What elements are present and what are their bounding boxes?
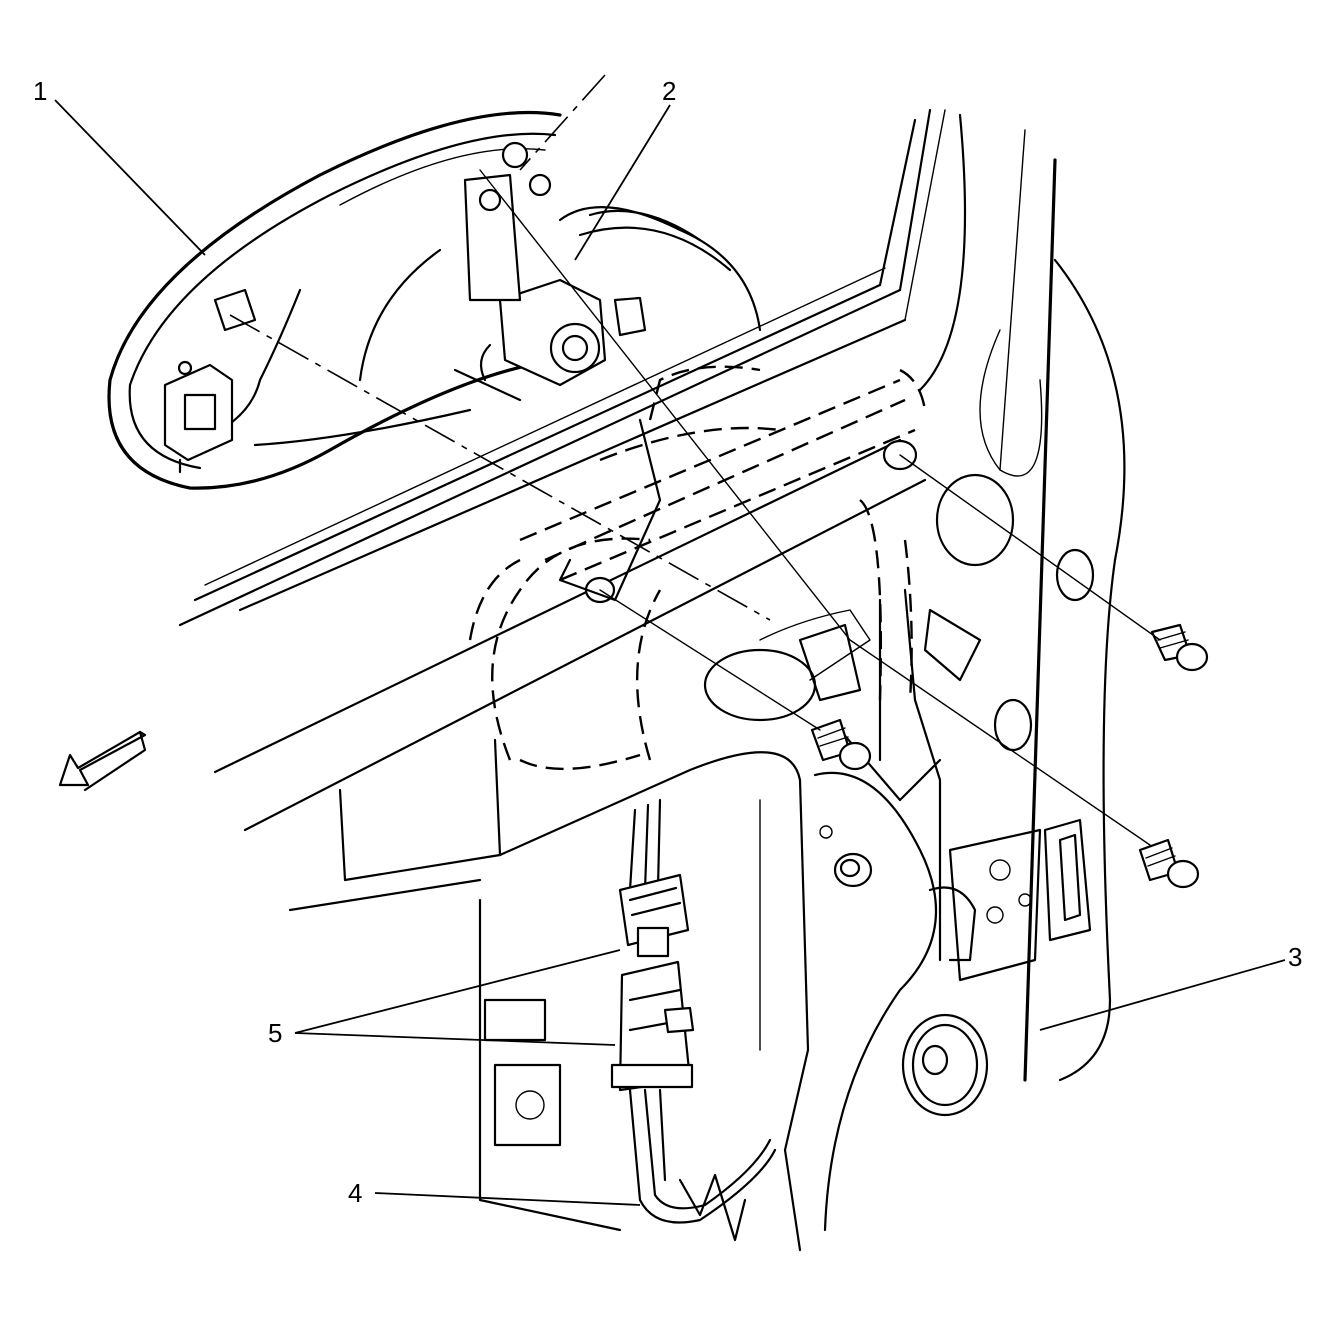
- mounting-holes: [558, 418, 1095, 752]
- front-direction-arrow: [58, 730, 147, 792]
- mirror-wiring-harness: [628, 798, 777, 1242]
- mirror-bolt-3: [1138, 838, 1200, 889]
- electrical-connector-lower: [610, 960, 695, 1092]
- callout-5: 5: [268, 1018, 282, 1048]
- grommet: [901, 1013, 989, 1117]
- electrical-connector-upper: [618, 873, 690, 958]
- mirror-bolt-1: [1150, 623, 1209, 672]
- nut: [819, 825, 873, 888]
- callout-4: 4: [348, 1178, 362, 1208]
- callout-3: 3: [1288, 942, 1302, 972]
- alignment-lines: [229, 74, 1161, 846]
- mirror-motor: [453, 141, 647, 402]
- hidden-lines: [468, 365, 927, 771]
- mirror-clip: [163, 360, 234, 474]
- door-panel: [178, 108, 1126, 1252]
- door-latch: [928, 818, 1092, 982]
- bracket: [493, 1063, 562, 1147]
- outside-rearview-mirror: [107, 110, 762, 490]
- callout-leaders: [54, 99, 1286, 1206]
- mirror-bolt-2: [810, 718, 872, 771]
- callout-2: 2: [662, 76, 676, 106]
- callout-1: 1: [33, 76, 47, 106]
